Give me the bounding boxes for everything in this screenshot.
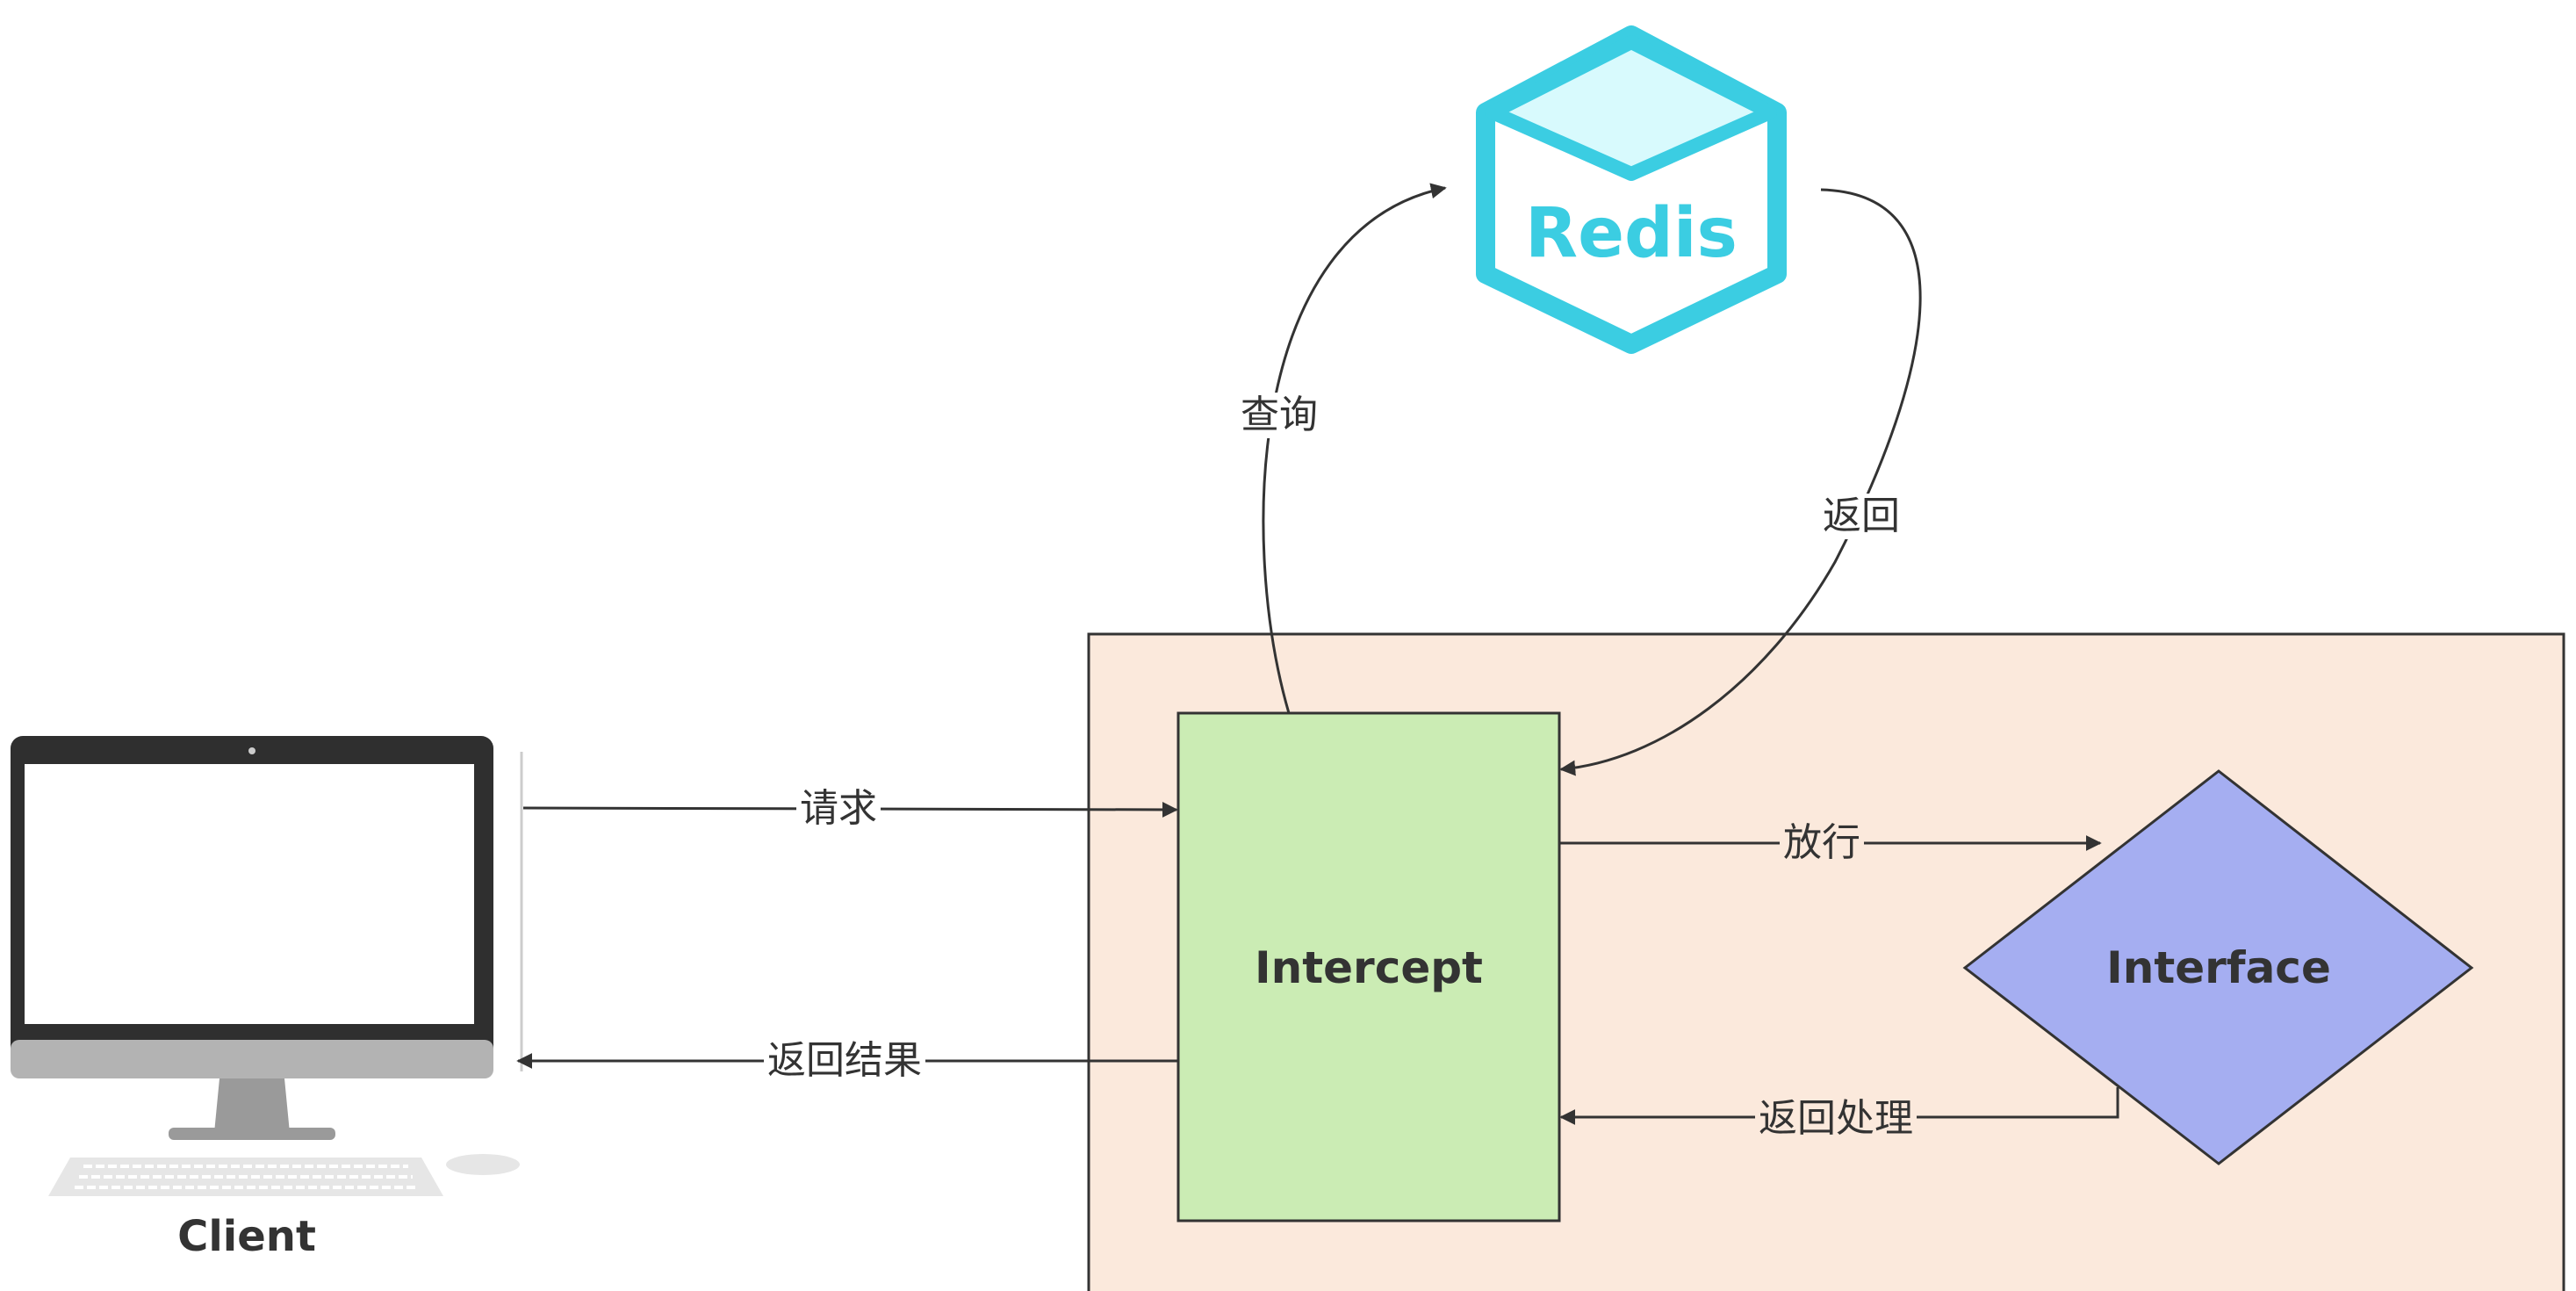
interface-label: Interface xyxy=(2106,942,2331,993)
redis-cube-icon xyxy=(1476,25,1787,354)
redis-label: Redis xyxy=(1525,194,1738,273)
edge-label-query: 查询 xyxy=(1237,393,1321,438)
intercept-label: Intercept xyxy=(1255,942,1483,993)
edge-label-redis-return: 返回 xyxy=(1819,494,1903,539)
edge-label-request: 请求 xyxy=(796,786,881,832)
client-computer-icon xyxy=(11,736,520,1196)
interface-diamond xyxy=(1962,769,2474,1165)
edge-return-process xyxy=(1559,1087,2119,1125)
intercept-box xyxy=(1176,711,1561,1222)
edge-label-pass: 放行 xyxy=(1780,820,1864,866)
edge-label-return-process: 返回处理 xyxy=(1755,1096,1917,1142)
edge-label-return-result: 返回结果 xyxy=(764,1038,925,1084)
client-label: Client xyxy=(177,1212,316,1261)
